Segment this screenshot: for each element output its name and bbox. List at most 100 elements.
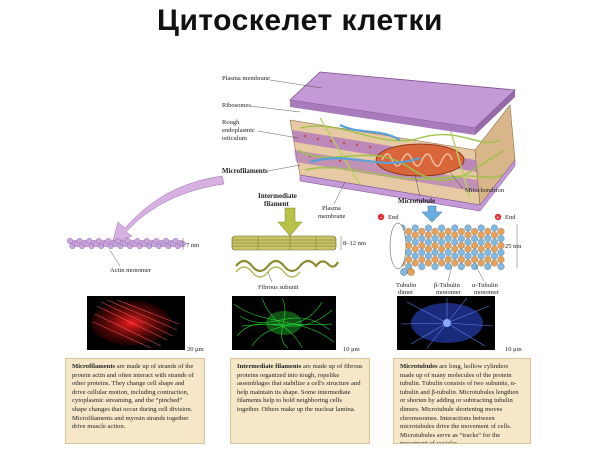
label-alpha-tubulin-2: monomer <box>474 289 500 296</box>
tubulin-subunit <box>464 224 472 232</box>
tubulin-subunit <box>477 238 485 246</box>
tubulin-subunit <box>464 259 472 267</box>
label-end-minus: End <box>388 214 399 221</box>
tubulin-subunit <box>464 245 472 253</box>
svg-text:+: + <box>496 215 499 221</box>
tubulin-subunit <box>438 231 446 239</box>
minus-end-marker <box>377 213 385 221</box>
tubulin-subunit <box>451 224 459 232</box>
tubulin-subunit <box>444 228 452 235</box>
label-alpha-tubulin-1: α-Tubulin <box>472 282 499 289</box>
tubulin-subunit <box>405 235 413 242</box>
tubulin-subunit <box>444 249 452 256</box>
scale-bar-10um-a: 10 μm <box>343 346 360 353</box>
tubulin-subunit <box>477 259 485 267</box>
tubulin-subunit <box>457 256 465 263</box>
tubulin-subunit <box>451 231 459 239</box>
tubulin-subunit <box>471 263 479 270</box>
tubulin-subunit <box>411 224 419 232</box>
desc-microtubules: Microtubules are long, hollow cylinders … <box>393 358 531 444</box>
tubulin-subunit <box>418 256 426 263</box>
tubulin-subunit <box>477 252 485 260</box>
tubulin-subunit <box>405 242 413 249</box>
tubulin-subunit <box>405 249 413 256</box>
tubulin-subunit <box>418 249 426 256</box>
desc-intermediate-filaments: Intermediate filaments are made up of fi… <box>230 358 370 444</box>
tubulin-subunit <box>484 249 492 256</box>
label-tubulin-dimer-1: Tubulin <box>396 282 417 289</box>
label-rough-er-3: reticulum <box>222 135 247 142</box>
tubulin-subunit <box>438 245 446 253</box>
tubulin-subunit <box>438 224 446 232</box>
tubulin-subunit <box>457 242 465 249</box>
tubulin-subunit <box>438 238 446 246</box>
label-ribosomes: Ribosomes <box>222 102 251 109</box>
tubulin-subunit <box>497 256 505 263</box>
tubulin-subunit <box>411 245 419 253</box>
label-plasma-membrane-mid-1: Plasma <box>322 205 341 212</box>
arrow-to-microfilament <box>111 175 225 245</box>
tubulin-subunit <box>451 245 459 253</box>
scale-bar-10um-b: 10 μm <box>505 346 522 353</box>
tubulin-subunit <box>431 256 439 263</box>
label-microfilaments: Microfilaments <box>222 167 268 175</box>
tubulin-subunit <box>438 252 446 260</box>
label-tubulin-dimer-2: dimer <box>398 289 414 296</box>
tubulin-subunit <box>405 228 413 235</box>
tubulin-subunit <box>444 256 452 263</box>
tubulin-subunit <box>497 263 505 270</box>
actin-microfilament: 7 nm Actin monomer <box>66 237 199 274</box>
tubulin-subunit <box>451 238 459 246</box>
label-plasma-membrane-mid-2: membrane <box>318 213 346 220</box>
svg-text:–: – <box>380 215 383 221</box>
scale-bar-20um: 20 μm <box>187 346 204 353</box>
micrograph-intermediate-filaments <box>232 296 336 350</box>
tubulin-subunit <box>444 263 452 270</box>
arrow-to-intermediate-filament <box>277 207 303 237</box>
desc-microfilaments-term: Microfilaments <box>72 363 116 370</box>
tubulin-subunit <box>497 228 505 235</box>
tubulin-subunit <box>471 242 479 249</box>
desc-microfilaments: Microfilaments are made up of strands of… <box>65 358 205 444</box>
cell-block-illustration <box>289 71 516 212</box>
label-intermediate-2: filament <box>264 200 290 208</box>
label-beta-tubulin-2: monomer <box>436 289 462 296</box>
tubulin-subunit <box>424 238 432 246</box>
tubulin-subunit <box>490 224 498 232</box>
desc-microtubules-term: Microtubules <box>400 363 438 370</box>
tubulin-subunit <box>444 235 452 242</box>
label-end-plus: End <box>505 214 516 221</box>
tubulin-subunit <box>418 228 426 235</box>
label-fibrous-subunit: Fibrous subunit <box>258 284 299 291</box>
tubulin-subunit <box>457 249 465 256</box>
tubulin-subunit <box>471 256 479 263</box>
tubulin-subunit <box>457 228 465 235</box>
micrograph-microfilaments <box>87 296 185 350</box>
tubulin-subunit <box>490 252 498 260</box>
tubulin-subunit <box>411 259 419 267</box>
tubulin-subunit <box>411 252 419 260</box>
tubulin-subunit <box>497 249 505 256</box>
label-intermediate-1: Intermediate <box>258 192 297 200</box>
tubulin-subunit <box>471 235 479 242</box>
tubulin-subunit <box>457 235 465 242</box>
tubulin-subunit <box>484 263 492 270</box>
tubulin-subunit <box>484 228 492 235</box>
dim-8-12nm: 8–12 nm <box>343 240 366 247</box>
tubulin-subunit <box>431 242 439 249</box>
tubulin-subunit <box>471 249 479 256</box>
dim-25nm: 25 nm <box>505 243 521 250</box>
tubulin-subunit <box>464 231 472 239</box>
tubulin-subunit <box>444 242 452 249</box>
tubulin-subunit <box>424 259 432 267</box>
tubulin-subunit <box>484 242 492 249</box>
tubulin-subunit <box>424 245 432 253</box>
desc-intermediate-text: are made up of fibrous proteins organize… <box>237 363 363 413</box>
tubulin-subunit <box>497 242 505 249</box>
tubulin-subunit <box>418 235 426 242</box>
tubulin-subunit <box>424 231 432 239</box>
tubulin-subunit <box>477 231 485 239</box>
tubulin-subunit <box>424 252 432 260</box>
label-actin-monomer: Actin monomer <box>110 267 152 274</box>
